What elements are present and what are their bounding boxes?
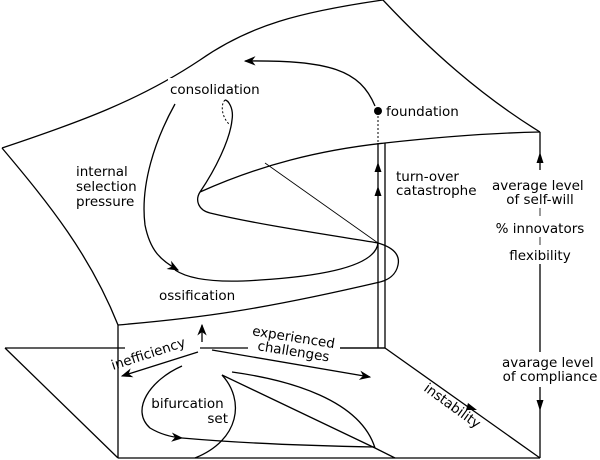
surface-left-edge [1,147,119,326]
self-will-arrowhead [536,152,544,163]
control-plane [4,132,541,459]
selection-pressure-arrow [143,103,180,271]
label-average-self-will: average level of self-will [492,178,588,208]
turn-over-arrowhead-1 [374,162,382,172]
label-bifurcation-set: bifurcation set [151,396,228,427]
control-plane-left-diagonal [4,347,119,459]
bifurcation-loop-arrow [141,365,184,442]
right-axis [536,152,544,458]
surface-front-edge [117,281,381,326]
foundation-to-consolidation-arrow [243,56,376,107]
instability-arrowhead [466,403,477,410]
label-ossification: ossification [159,288,235,304]
fold-outer-curve [377,242,400,283]
behaviour-surface [1,0,541,326]
label-turn-over-catastrophe: turn-over catastrophe [396,169,477,199]
cusp-lower-branch [221,374,376,449]
foundation-point [374,107,382,115]
label-innovators: % innovators [496,221,585,237]
fold-s-curve [199,99,234,193]
label-flexibility: flexibility [509,248,570,264]
fold-hidden-curve [221,99,231,126]
compliance-arrowhead [536,400,544,411]
fold-upper-sheet [197,191,379,244]
surface-back-edge [199,131,541,193]
label-internal-selection-pressure: internal selection pressure [76,164,141,210]
experienced-challenges-arrow [211,349,372,380]
labels: consolidation foundation internal select… [76,78,598,432]
inefficiency-arrow [120,351,199,378]
turn-over-arrowhead-2 [374,186,382,196]
surface-right-edge [382,0,541,133]
label-instability: instability [421,380,484,432]
bifurcation-set [141,365,396,459]
control-arrows [120,323,477,410]
trajectory [143,56,382,348]
label-experienced-challenges: experienced challenges [249,323,340,366]
fold-lower-curve [174,242,379,282]
fold-diagonal [264,162,379,244]
label-consolidation: consolidation [170,82,260,98]
label-average-compliance: avarage level of compliance [502,355,598,385]
bifurcation-bottom-line [181,437,376,448]
cusp-tail [374,447,396,459]
surface-top-edge [1,0,384,149]
control-plane-right-diagonal [384,347,541,459]
bifurcation-inner-curve [194,374,236,459]
label-foundation: foundation [386,104,459,120]
cusp-upper-branch [231,371,376,449]
